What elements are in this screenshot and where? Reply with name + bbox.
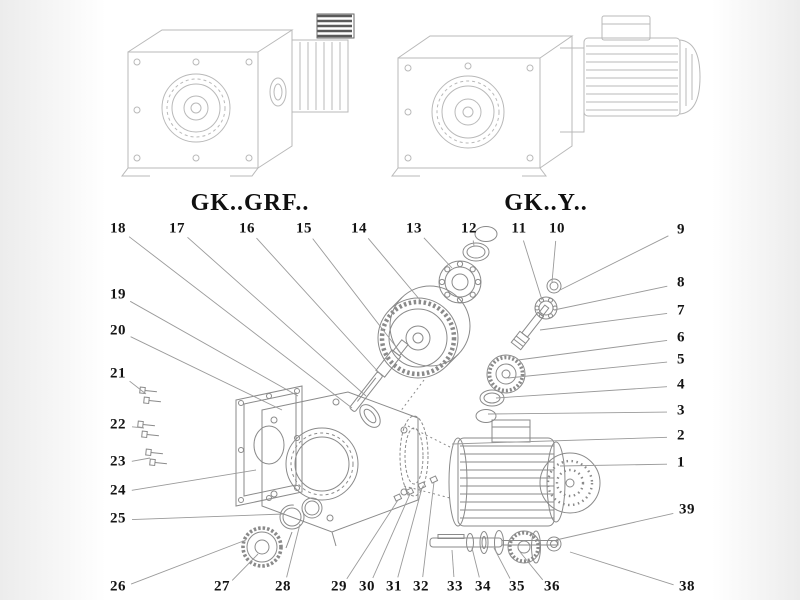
- callout-14: 14: [351, 220, 367, 237]
- leader-line-28: [286, 523, 301, 578]
- callout-17: 17: [169, 220, 185, 237]
- callout-6: 6: [677, 329, 685, 346]
- dark-fin-cap: [317, 14, 352, 38]
- callout-2: 2: [677, 427, 685, 444]
- callout-4: 4: [677, 376, 685, 393]
- callout-39: 39: [679, 501, 695, 518]
- drawing-gk-grf: [121, 13, 355, 177]
- leader-line-35: [493, 547, 511, 579]
- part-bearing-upper: [438, 260, 482, 304]
- leader-line-17: [187, 236, 367, 397]
- callout-16: 16: [239, 220, 255, 237]
- part-motor: [448, 419, 601, 527]
- callout-20: 20: [110, 322, 126, 339]
- callout-29: 29: [331, 578, 347, 595]
- callout-24: 24: [110, 482, 126, 499]
- callout-3: 3: [677, 402, 685, 419]
- callout-12: 12: [461, 220, 477, 237]
- leader-line-11: [522, 240, 543, 301]
- callout-30: 30: [359, 578, 375, 595]
- callout-26: 26: [110, 578, 126, 595]
- leader-line-16: [256, 237, 383, 377]
- leader-line-4: [495, 386, 668, 399]
- leader-line-21: [129, 380, 147, 395]
- leader-line-9: [559, 235, 669, 291]
- callout-13: 13: [406, 220, 422, 237]
- callout-10: 10: [549, 220, 565, 237]
- leader-line-8: [553, 285, 668, 311]
- drawing-gk-y: [391, 15, 701, 177]
- leader-line-30: [372, 493, 411, 579]
- model-title-gk-grf: GK..GRF..: [190, 190, 310, 216]
- callout-5: 5: [677, 351, 685, 368]
- callout-22: 22: [110, 416, 126, 433]
- leader-line-6: [517, 339, 668, 361]
- part-pinion-cluster: [475, 278, 562, 423]
- callout-18: 18: [110, 220, 126, 237]
- callout-21: 21: [110, 365, 126, 382]
- part-output-gear: [377, 285, 471, 379]
- leader-line-23: [131, 457, 151, 462]
- callout-27: 27: [214, 578, 230, 595]
- leader-line-7: [539, 312, 668, 331]
- part-retaining-rings: [241, 497, 323, 568]
- callout-9: 9: [677, 221, 685, 238]
- callout-23: 23: [110, 453, 126, 470]
- leader-line-3: [487, 411, 668, 415]
- leader-line-27: [231, 553, 259, 581]
- exploded-view: [137, 226, 601, 568]
- leader-line-32: [422, 481, 435, 578]
- callout-33: 33: [447, 578, 463, 595]
- part-housing: [261, 379, 453, 549]
- leader-line-5: [507, 361, 668, 379]
- leader-line-1: [559, 463, 668, 467]
- part-flange-plate: [235, 385, 303, 507]
- leader-line-26: [130, 539, 247, 585]
- callout-31: 31: [386, 578, 402, 595]
- leader-lines: [128, 235, 674, 586]
- callout-7: 7: [677, 302, 685, 319]
- leader-line-22: [131, 426, 145, 429]
- callout-36: 36: [544, 578, 560, 595]
- leader-line-19: [129, 300, 299, 397]
- callout-25: 25: [110, 510, 126, 527]
- callout-1: 1: [677, 454, 685, 471]
- model-title-gk-y: GK..Y..: [504, 190, 588, 216]
- leader-line-12: [472, 240, 475, 247]
- callout-28: 28: [275, 578, 291, 595]
- leader-line-18: [128, 236, 353, 409]
- callout-35: 35: [509, 578, 525, 595]
- leader-line-2: [451, 436, 668, 445]
- callout-11: 11: [511, 220, 527, 237]
- leader-line-20: [130, 336, 283, 411]
- callout-8: 8: [677, 274, 685, 291]
- callout-19: 19: [110, 286, 126, 303]
- leader-line-10: [551, 240, 557, 283]
- callout-38: 38: [679, 578, 695, 595]
- leader-line-24: [131, 469, 257, 491]
- part-small-fasteners: [393, 475, 439, 502]
- leader-line-31: [397, 487, 423, 578]
- part-bolts: [137, 386, 167, 467]
- leader-line-15: [312, 238, 401, 353]
- part-output-shaft: [349, 339, 409, 412]
- leader-line-13: [423, 237, 453, 269]
- leader-line-39: [555, 512, 674, 541]
- part-seal-rings: [462, 226, 498, 262]
- leader-line-29: [346, 499, 399, 580]
- callout-15: 15: [296, 220, 312, 237]
- callout-34: 34: [475, 578, 491, 595]
- leader-line-14: [367, 238, 421, 301]
- leader-line-38: [569, 551, 674, 586]
- leader-line-36: [519, 551, 544, 581]
- callout-32: 32: [413, 578, 429, 595]
- leader-line-34: [471, 547, 480, 578]
- leader-line-33: [451, 549, 455, 578]
- leader-line-25: [131, 513, 285, 521]
- part-input-shaft-assembly: [429, 530, 562, 564]
